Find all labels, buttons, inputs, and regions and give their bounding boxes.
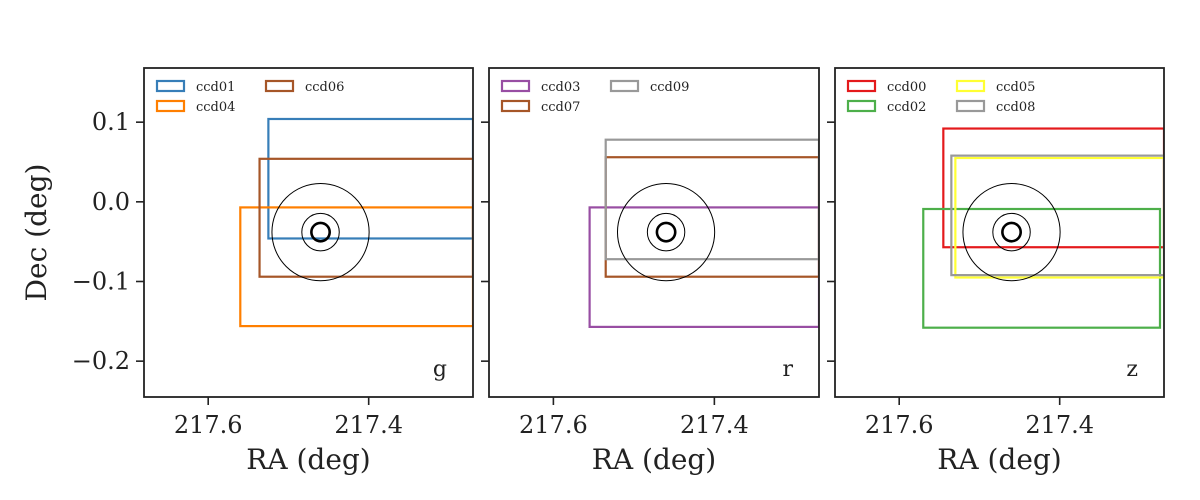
plot-area [239,117,473,328]
target-circle-1 [646,212,686,252]
legend-label-ccd04: ccd04 [196,100,235,115]
ccd-rect-ccd01 [267,117,473,240]
ccd-rect-ccd00 [942,127,1164,249]
legend: ccd03 ccd07 ccd09 [500,79,689,115]
ccd-rect-ccd05 [954,156,1164,279]
legend-label-ccd08: ccd08 [996,100,1035,115]
legend-swatch-ccd00 [846,79,877,93]
legend-label-ccd01: ccd01 [196,80,235,95]
target-circle-2 [655,221,677,243]
legend: ccd01 ccd04 ccd06 [155,79,344,115]
legend-label-ccd05: ccd05 [996,80,1035,95]
x-tick-label: 217.6 [174,411,243,439]
axes-frame [834,67,1165,398]
target-circle-0 [962,183,1061,282]
legend-swatch-ccd02 [846,99,877,113]
legend-swatch-ccd04 [155,99,186,113]
panel-z: 217.6 217.4 RA (deg) z ccd00 ccd02 ccd05 ccd08 [827,67,1165,476]
legend-label-ccd06: ccd06 [305,80,344,95]
ccd-rect-ccd03 [588,206,819,328]
target-circle-2 [1001,221,1022,243]
ccd-rect-ccd06 [258,157,473,278]
legend-label-ccd07: ccd07 [541,100,580,115]
panel-g: 217.6 217.4 0.1 0.0 −0.1 −0.2 RA (deg) Dec (deg… [20,67,474,476]
ccd-rect-ccd04 [239,206,473,328]
target-circle-2 [310,221,331,243]
y-tick-label: 0.1 [92,108,130,136]
axes-frame [488,67,820,398]
legend: ccd00 ccd02 ccd05 ccd08 [846,79,1035,115]
target-circle-1 [992,212,1031,252]
legend-label-ccd00: ccd00 [887,80,926,95]
y-tick-label: 0.0 [92,188,130,216]
panel-r: 217.6 217.4 RA (deg) r ccd03 ccd07 ccd09 [481,67,820,476]
x-axis-label: RA (deg) [592,443,716,476]
legend-swatch-ccd07 [500,99,531,113]
x-tick-label: 217.4 [680,411,749,439]
plot-area [588,138,819,328]
band-label: r [782,357,793,382]
x-tick-label: 217.6 [865,411,934,439]
band-label: z [1126,357,1138,382]
legend-label-ccd02: ccd02 [887,100,926,115]
x-tick-label: 217.4 [334,411,403,439]
ccd-rect-ccd09 [604,138,819,261]
band-label: g [433,357,447,382]
y-axis-label: Dec (deg) [20,164,53,302]
y-tick-label: −0.2 [72,347,130,375]
y-tick-label: −0.1 [72,267,130,295]
legend-swatch-ccd01 [155,79,186,93]
x-tick-label: 217.6 [519,411,588,439]
target-circle-0 [616,183,716,282]
x-tick-label: 217.4 [1025,411,1094,439]
target-circle-0 [271,183,370,282]
axes-frame [143,67,474,398]
legend-label-ccd03: ccd03 [541,80,580,95]
legend-swatch-ccd06 [264,79,295,93]
x-axis-label: RA (deg) [937,443,1061,476]
legend-swatch-ccd09 [609,79,640,93]
target-circle-1 [301,212,340,252]
plot-area [922,127,1164,329]
legend-label-ccd09: ccd09 [650,80,689,95]
x-axis-label: RA (deg) [246,443,370,476]
legend-swatch-ccd08 [955,99,986,113]
legend-swatch-ccd03 [500,79,531,93]
legend-swatch-ccd05 [955,79,986,93]
ccd-rect-ccd02 [922,207,1162,329]
